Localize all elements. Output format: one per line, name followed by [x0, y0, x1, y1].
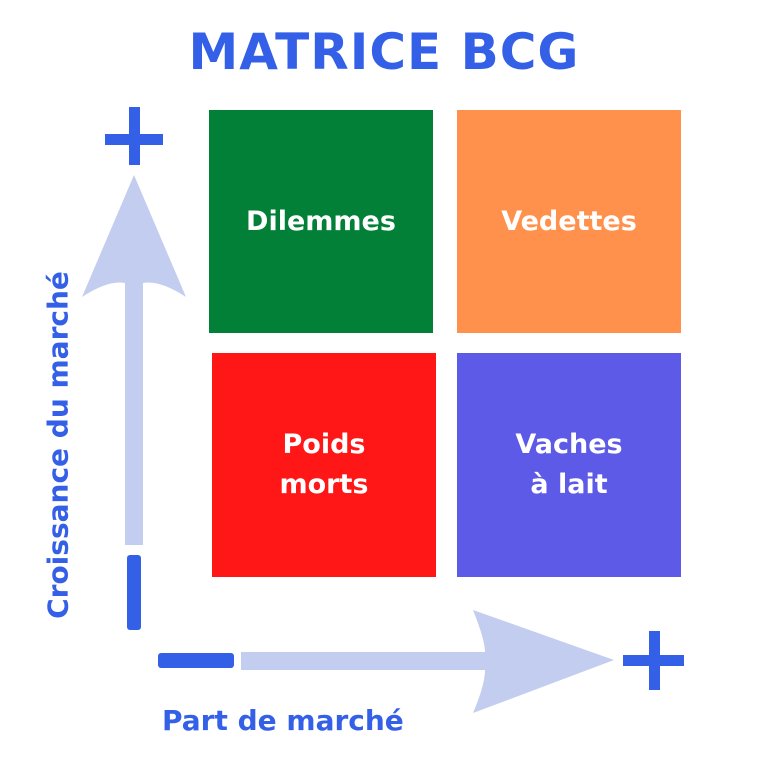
page-title: MATRICE BCG [188, 23, 580, 81]
y-axis-plus-icon [105, 107, 163, 165]
y-axis-label: Croissance du marché [41, 271, 75, 619]
x-axis-arrow-icon [241, 610, 614, 713]
x-axis-label: Part de marché [162, 704, 404, 737]
quadrant-vaches-a-lait: Vaches à lait [457, 353, 681, 577]
x-axis-minus-icon [158, 653, 234, 668]
quadrant-vedettes: Vedettes [457, 110, 681, 333]
quadrant-dilemmes: Dilemmes [209, 110, 433, 333]
y-axis-arrow-icon [82, 175, 186, 545]
x-axis-plus-icon [623, 631, 684, 690]
quadrant-poids-morts: Poids morts [212, 353, 436, 577]
y-axis-minus-icon [127, 555, 141, 630]
